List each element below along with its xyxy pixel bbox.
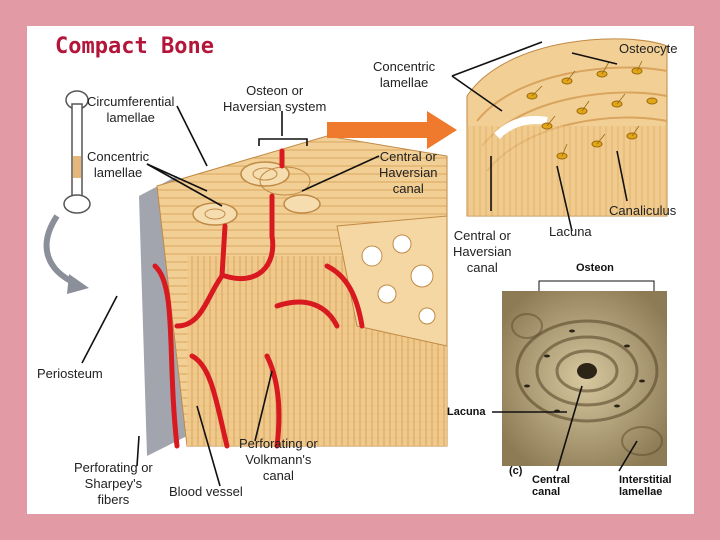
- canaliculi: [531, 60, 643, 157]
- label-central-canal-lower: Central or Haversian canal: [453, 228, 512, 275]
- micrograph-label-osteon: Osteon: [576, 262, 614, 274]
- label-lacuna: Lacuna: [549, 224, 592, 239]
- label-osteon: Osteon or Haversian system: [223, 83, 327, 114]
- micrograph-panel-label: (c): [509, 465, 523, 477]
- bone-illustration: [43, 38, 668, 487]
- blood-vessels: [152, 148, 365, 449]
- micrograph: [502, 280, 667, 466]
- osteocyte-cells: [526, 67, 658, 160]
- compact-bone-block: [156, 135, 448, 447]
- page-title: Compact Bone: [55, 34, 214, 59]
- long-bone-icon: [63, 90, 91, 214]
- label-central-canal-upper: Central or Haversian canal: [379, 149, 438, 196]
- label-circumferential-lamellae: Circumferential lamellae: [87, 94, 175, 125]
- zoom-arrow: [43, 214, 79, 287]
- slide: Compact Bone Circumferential lamellae Os…: [27, 26, 694, 514]
- label-perforating-volkmann: Perforating or Volkmann's canal: [239, 436, 318, 483]
- label-concentric-lamellae-top: Concentric lamellae: [373, 59, 436, 90]
- osteon-detail: [466, 38, 668, 217]
- label-concentric-lamellae-left: Concentric lamellae: [87, 149, 150, 180]
- label-perforating-sharpey: Perforating or Sharpey's fibers: [74, 460, 153, 507]
- magnify-arrow: [327, 111, 457, 149]
- label-blood-vessel: Blood vessel: [169, 484, 243, 499]
- micrograph-label-lacuna: Lacuna: [447, 406, 486, 418]
- label-periosteum: Periosteum: [37, 366, 103, 381]
- label-osteocyte: Osteocyte: [619, 41, 678, 56]
- leader-lines: [81, 41, 638, 487]
- micrograph-label-interstitial-lamellae: Interstitial lamellae: [619, 474, 672, 498]
- label-canaliculus: Canaliculus: [609, 203, 677, 218]
- micrograph-label-central-canal: Central canal: [532, 474, 570, 498]
